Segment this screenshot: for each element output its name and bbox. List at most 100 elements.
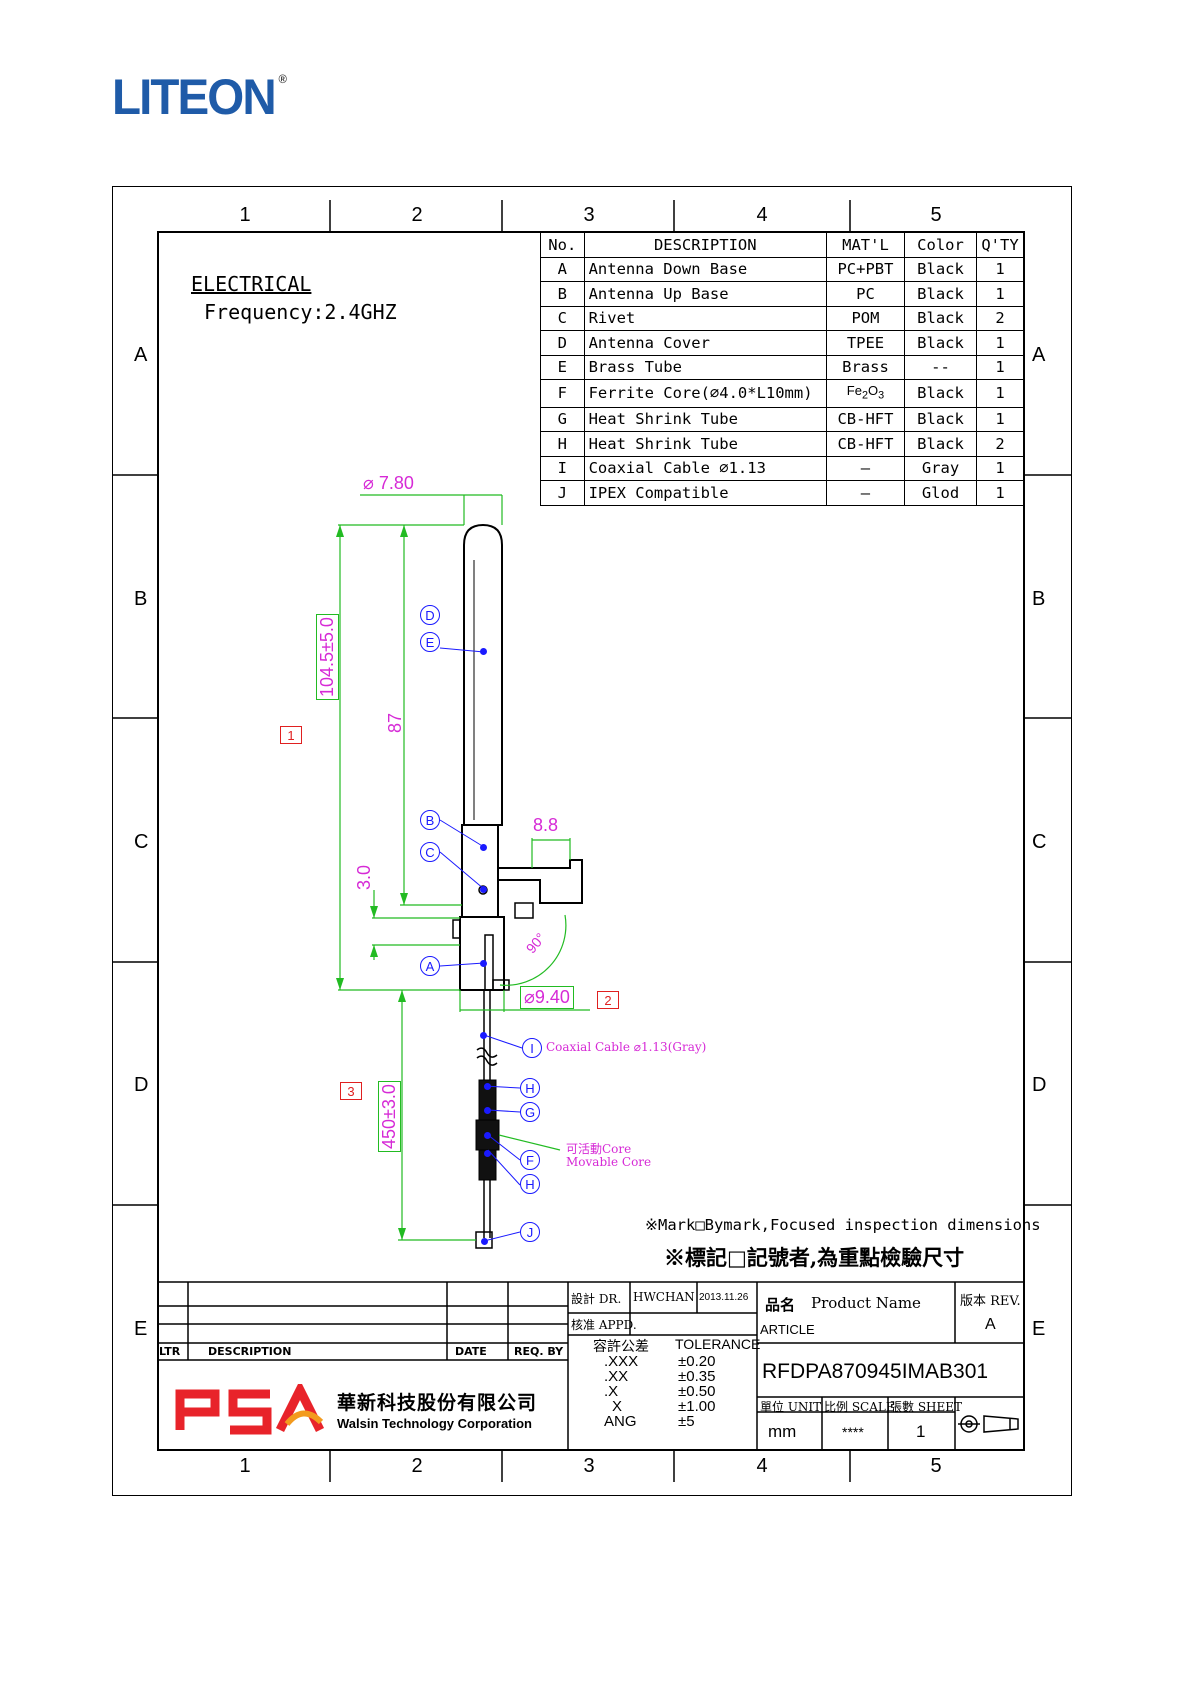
marker-dot: [484, 1083, 491, 1090]
zone-row-b-right: B: [1032, 588, 1046, 610]
zone-col-4-top: 4: [756, 204, 768, 226]
bom-mat: POM: [825, 305, 906, 331]
zone-row-e-left: E: [134, 1318, 148, 1340]
tb-req-by: REQ. BY: [514, 1345, 564, 1358]
tb-date: DATE: [455, 1345, 487, 1358]
bom-mat: —: [825, 480, 906, 506]
tb-scale-label: 比例 SCALE: [824, 1400, 895, 1414]
bom-mat: Fe2O3: [825, 379, 906, 408]
bom-no: F: [540, 379, 585, 408]
callout-i: I: [522, 1038, 542, 1058]
psa-logo-a: [275, 1384, 325, 1433]
tb-product-name-en: Product Name: [811, 1294, 921, 1312]
bom-color: Black: [904, 305, 977, 331]
zone-row-c-right: C: [1032, 831, 1047, 853]
bom-header-row: No. DESCRIPTION MAT'L Color Q'TY: [540, 232, 1024, 258]
bom-desc: Heat Shrink Tube: [583, 406, 827, 433]
cable-break-2: [476, 1055, 498, 1066]
bom-mat: CB-HFT: [825, 406, 906, 433]
bom-header-no: No.: [540, 232, 585, 258]
callout-f: F: [520, 1150, 540, 1170]
registered-mark: ®: [278, 72, 287, 86]
bom-no: C: [540, 305, 585, 331]
electrical-frequency: Frequency:2.4GHZ: [204, 300, 397, 324]
callout-j: J: [520, 1222, 540, 1242]
tb-tolerance-values: ±0.20 ±0.35 ±0.50 ±1.00 ±5: [678, 1354, 715, 1429]
tb-tol-key: X: [612, 1398, 623, 1415]
tb-tol-value: ±5: [678, 1413, 695, 1430]
callout-h-lower: H: [520, 1174, 540, 1194]
zone-col-4-bottom: 4: [756, 1455, 768, 1477]
tb-tol-value: ±1.00: [678, 1398, 716, 1415]
bom-desc: Brass Tube: [583, 354, 827, 380]
bom-mat: PC+PBT: [825, 256, 906, 282]
bom-no: E: [540, 354, 585, 380]
psa-logo-p: [175, 1389, 220, 1430]
bom-color: Glod: [904, 480, 977, 506]
bom-desc: Coaxial Cable ⌀1.13: [583, 455, 827, 482]
callout-e: E: [420, 632, 440, 652]
bom-header-color: Color: [904, 232, 977, 258]
tb-article: ARTICLE: [760, 1322, 815, 1337]
bom-desc: Rivet: [583, 305, 827, 331]
inspection-mark-2: 2: [597, 991, 619, 1009]
company-name-cn: 華新科技股份有限公司: [337, 1392, 538, 1414]
dim-diameter-top: ⌀ 7.80: [363, 473, 414, 493]
tb-tolerance-cn: 容許公差: [593, 1339, 649, 1355]
tb-designer-label: 設計 DR.: [571, 1292, 622, 1306]
note-cn: ※標記□記號者,為重點檢驗尺寸: [664, 1245, 965, 1270]
bom-header-description: DESCRIPTION: [583, 232, 827, 258]
down-base-tab: [452, 919, 461, 939]
marker-dot: [484, 1150, 491, 1157]
core-label-cn: 可活動Core: [566, 1142, 632, 1156]
marker-dot: [480, 960, 487, 967]
cable-label: Coaxial Cable ⌀1.13(Gray): [546, 1040, 707, 1054]
tb-design-date: 2013.11.26: [699, 1292, 749, 1303]
zone-row-d-right: D: [1032, 1074, 1047, 1096]
bom-qty: 1: [976, 379, 1024, 408]
tb-ltr: LTR: [159, 1345, 181, 1358]
callout-c: C: [420, 842, 440, 862]
company-name-en: Walsin Technology Corporation: [337, 1416, 532, 1431]
zone-row-a-right: A: [1032, 344, 1046, 366]
tb-approver-label: 核准 APPD.: [571, 1318, 637, 1332]
bom-qty: 2: [976, 305, 1024, 331]
zone-col-3-bottom: 3: [583, 1455, 595, 1477]
marker-dot: [481, 1238, 488, 1245]
tb-tol-value: ±0.50: [678, 1383, 716, 1400]
marker-dot: [480, 648, 487, 655]
antenna-down-base: [459, 916, 505, 991]
bom-header-material: MAT'L: [825, 232, 906, 258]
zone-col-1-bottom: 1: [239, 1455, 251, 1477]
marker-dot: [480, 844, 487, 851]
psa-logo-s: [228, 1389, 272, 1435]
callout-h-upper: H: [520, 1078, 540, 1098]
tb-description: DESCRIPTION: [208, 1345, 292, 1358]
marker-dot: [480, 1032, 487, 1039]
dim-base-diameter: ⌀9.40: [520, 986, 574, 1009]
psa-logo-swoosh: [284, 1410, 324, 1426]
zone-col-5-top: 5: [930, 204, 942, 226]
bom-qty: 1: [976, 455, 1024, 482]
callout-a: A: [420, 956, 440, 976]
zone-col-2-bottom: 2: [411, 1455, 423, 1477]
bom-desc: IPEX Compatible: [583, 480, 827, 506]
bom-qty: 1: [976, 480, 1024, 506]
bom-desc: Heat Shrink Tube: [583, 431, 827, 457]
inspection-mark-1: 1: [280, 726, 302, 744]
zone-col-5-bottom: 5: [930, 1455, 942, 1477]
bom-qty: 2: [976, 431, 1024, 457]
electrical-title: ELECTRICAL: [191, 272, 312, 296]
bom-color: Gray: [904, 455, 977, 482]
tb-scale: ****: [842, 1424, 864, 1440]
logo-text: LITEON: [112, 69, 277, 125]
tb-tolerance-en: TOLERANCE: [675, 1336, 761, 1352]
